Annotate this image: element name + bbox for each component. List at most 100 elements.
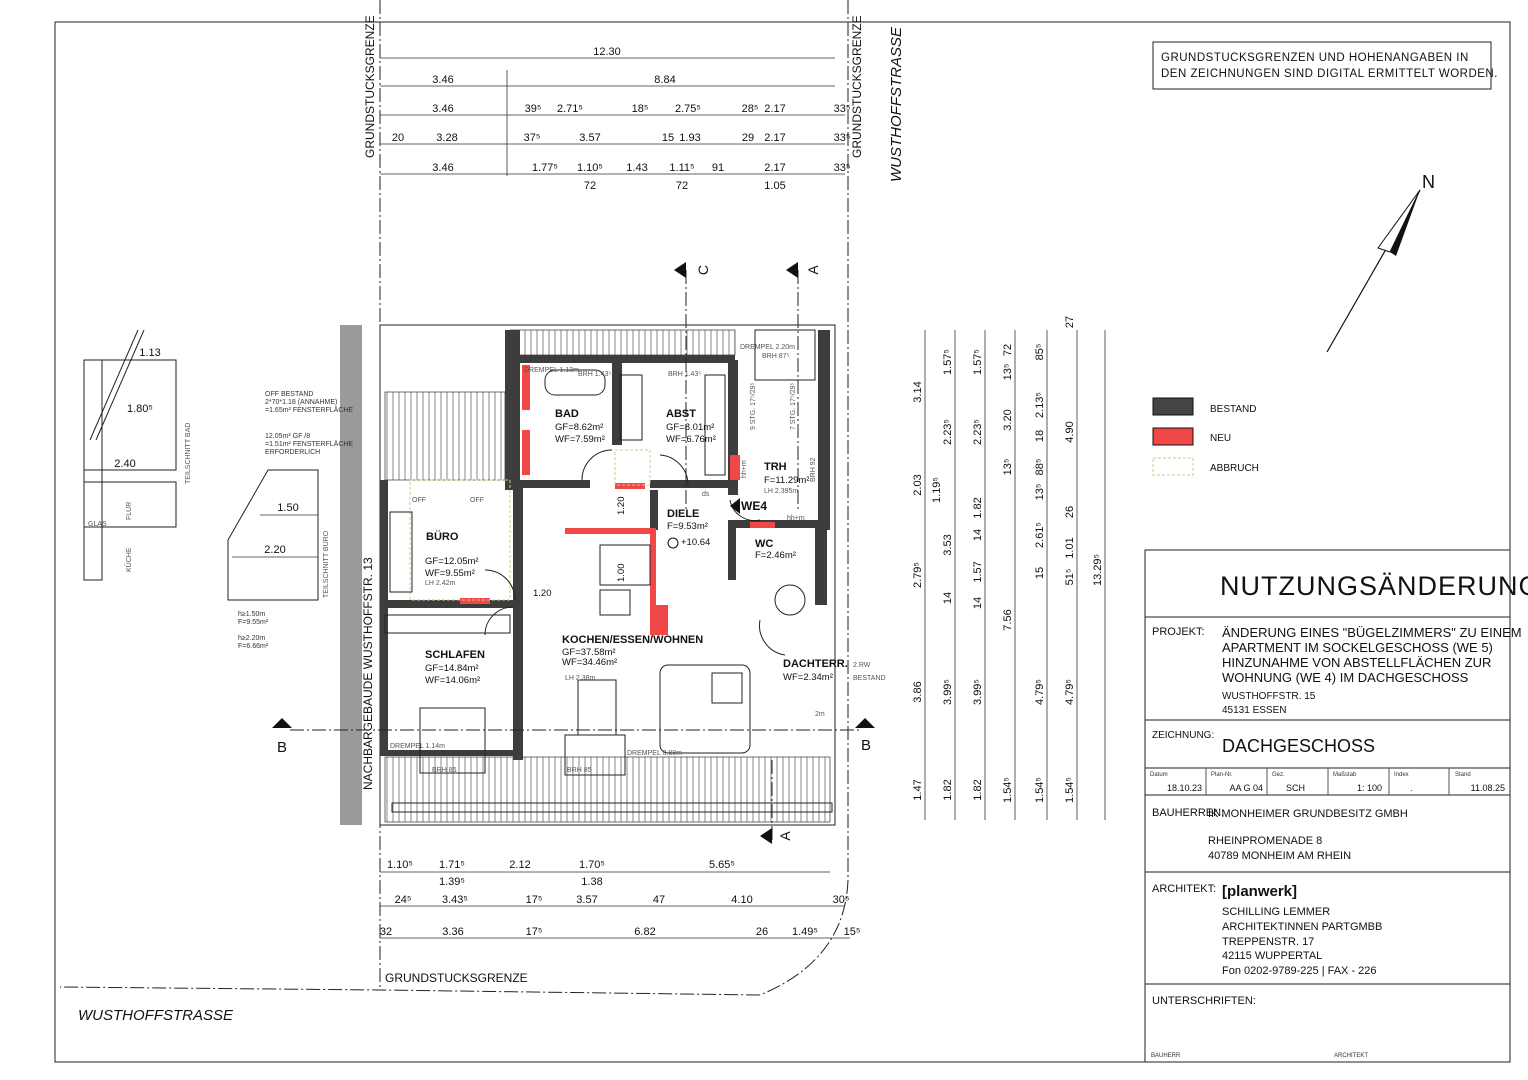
dim-label: 91 <box>712 162 724 174</box>
room-kochen-essen-wohnen: KOCHEN/ESSEN/WOHNEN GF=37.58m² WF=34.46m… <box>562 634 703 682</box>
drawing-title: NUTZUNGSÄNDERUNG <box>1220 571 1528 601</box>
dim-label: 2.61⁵ <box>1034 522 1046 548</box>
entrance-arrow-icon <box>730 498 740 514</box>
dim-label: 1.10⁵ <box>577 162 603 174</box>
dim-label: 15 <box>1034 567 1046 579</box>
room-name: SCHLAFEN <box>425 649 485 661</box>
drawing-name: DACHGESCHOSS <box>1222 736 1375 756</box>
annotation: BRH 1.43⁵ <box>578 371 611 378</box>
level-marker-icon <box>667 537 679 549</box>
dim-label: 51⁵ <box>1064 569 1076 586</box>
project-line: ÄNDERUNG EINES "BÜGELZIMMERS" ZU EINEM <box>1222 625 1522 640</box>
room-area: WF=6.76m² <box>666 434 716 445</box>
dim-label: 1.82 <box>972 497 984 518</box>
dim-label: 18⁵ <box>632 103 649 115</box>
dim-label: 2.13⁵ <box>1034 392 1046 418</box>
dim-label: 3.99⁵ <box>942 679 954 705</box>
dim-label: 2.75⁵ <box>675 103 701 115</box>
dim-label: 13⁵ <box>1034 484 1046 501</box>
dim-label: 1.39⁵ <box>439 876 465 888</box>
section-label-c: C <box>695 265 711 275</box>
project-line: HINZUNAHME VON ABSTELLFLÄCHEN ZUR <box>1222 655 1491 670</box>
annotation: BRH 85 <box>567 767 592 774</box>
dim-label: 13⁵ <box>1002 364 1014 381</box>
room-area: WF=34.46m² <box>562 657 617 668</box>
plan-annotations: DREMPEL 1.13m BRH 1.43⁵ BRH 1.43⁵ DREMPE… <box>390 344 886 774</box>
note-line: =1.65m² FENSTERFLÄCHE <box>265 406 353 414</box>
annotation: 1.20 <box>616 497 627 516</box>
dim-label: 1.82 <box>972 779 984 800</box>
annotation: 1.00 <box>616 564 627 583</box>
dim-label: 3.28 <box>436 132 457 144</box>
annotation: 2m <box>815 711 825 718</box>
dim-label: 2.79⁵ <box>912 562 924 588</box>
roof-area-hatch <box>384 391 506 481</box>
entrance-label: WE4 <box>741 499 767 513</box>
section-room: FLUR <box>126 502 133 520</box>
section-marker-a-bottom-icon <box>760 828 772 844</box>
annotation: hh+m <box>787 515 805 522</box>
roof-area-hatch <box>509 329 736 356</box>
section-notes: OFF BESTAND 2*70*1.18 (ANNAHME) =1.65m² … <box>238 391 353 650</box>
dim-label: 2.23⁵ <box>972 419 984 445</box>
room-area: GF=8.01m² <box>666 422 714 433</box>
room-diele: DIELE F=9.53m² +10.64 <box>667 508 710 549</box>
dim-label: 15⁵ <box>844 926 861 938</box>
architect-logo: [planwerk] <box>1222 883 1297 900</box>
room-area: GF=8.62m² <box>555 422 603 433</box>
dim-label: 1.77⁵ <box>532 162 558 174</box>
section-label-b-right: B <box>861 737 871 754</box>
annotation: DREMPEL 1.14m <box>390 743 445 750</box>
dim-label: 2.12 <box>509 859 530 871</box>
meta-label: Maßstab <box>1333 772 1357 778</box>
meta-value: . <box>1410 783 1413 793</box>
dim-label: 3.36 <box>442 926 463 938</box>
dim-label: 1.54⁵ <box>1002 777 1014 803</box>
neighbour-building <box>340 325 362 825</box>
dim-label: 1.13 <box>139 347 160 359</box>
room-name: WC <box>755 538 773 550</box>
dim-label: 12.30 <box>593 46 621 58</box>
section-label-a-top: A <box>805 265 821 275</box>
dim-label: 17⁵ <box>526 926 543 938</box>
dim-label: 1.54⁵ <box>1034 777 1046 803</box>
client-line: 40789 MONHEIM AM RHEIN <box>1208 850 1351 862</box>
project-address: 45131 ESSEN <box>1222 705 1287 716</box>
room-name: BAD <box>555 408 579 420</box>
annotation: 2.RW <box>853 662 871 669</box>
room-name: KOCHEN/ESSEN/WOHNEN <box>562 634 703 646</box>
field-label: UNTERSCHRIFTEN: <box>1152 995 1256 1007</box>
note-line: h≥2.20m <box>238 635 265 642</box>
room-height: LH 2.395m <box>764 488 798 495</box>
dim-label: 18 <box>1034 430 1046 442</box>
dim-label: 1.82 <box>942 779 954 800</box>
meta-label: Plan-Nr. <box>1211 772 1233 778</box>
annotation: BRH 87⁵ <box>762 353 790 360</box>
legend-label: NEU <box>1210 433 1231 444</box>
dim-label: 39⁵ <box>525 103 542 115</box>
dim-label: 13⁵ <box>1002 459 1014 476</box>
annotation: ds <box>702 491 710 498</box>
annotation: 7 STG. 17⁵/29⁵ <box>790 382 797 430</box>
dim-label: 26 <box>756 926 768 938</box>
annotation: OFF <box>412 497 426 504</box>
room-area: WF=2.34m² <box>783 672 833 683</box>
section-label-a-bottom: A <box>777 831 793 841</box>
legend: BESTAND NEU ABBRUCH <box>1152 397 1259 476</box>
architect-line: SCHILLING LEMMER <box>1222 906 1330 918</box>
room-area: F=2.46m² <box>755 550 796 561</box>
legend-swatch-bestand <box>1152 397 1194 416</box>
field-label: BAUHERREN: <box>1152 807 1224 819</box>
project-line: APARTMENT IM SOCKELGESCHOSS (WE 5) <box>1222 640 1493 655</box>
dim-label: 1.57⁵ <box>942 349 954 375</box>
room-abst: ABST GF=8.01m² WF=6.76m² <box>666 408 716 445</box>
room-wc: WC F=2.46m² <box>755 538 796 561</box>
dim-label: 88⁵ <box>1034 459 1046 476</box>
meta-label: Stand <box>1455 772 1471 778</box>
dim-label: 2.17 <box>764 162 785 174</box>
section-marker-b-left-icon <box>272 718 292 728</box>
room-area: WF=7.59m² <box>555 434 605 445</box>
architect-line: TREPPENSTR. 17 <box>1222 936 1314 948</box>
note-line: ERFORDERLICH <box>265 449 320 456</box>
demolition-area <box>614 449 651 486</box>
